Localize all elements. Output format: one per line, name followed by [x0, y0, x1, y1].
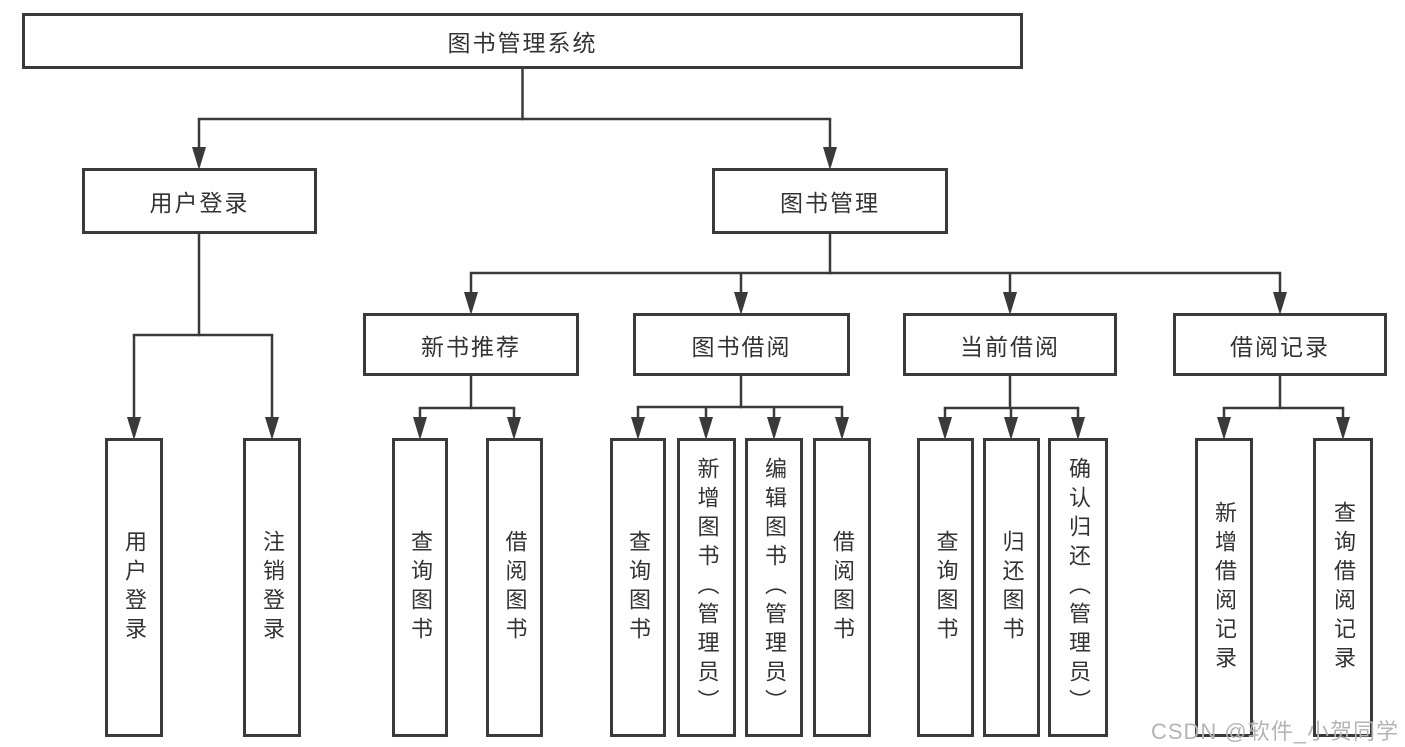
node-book-management: 图书管理 — [712, 168, 948, 234]
node-book-borrow: 图书借阅 — [633, 313, 850, 376]
leaf-logout: 注销登录 — [243, 438, 301, 737]
arrowheads — [127, 147, 1350, 440]
leaf-return-book: 归还图书 — [983, 438, 1040, 737]
leaf-confirm-return-admin: 确认归还（管理员） — [1048, 438, 1108, 737]
leaf-query-borrow-record: 查询借阅记录 — [1313, 438, 1373, 737]
node-borrow-record: 借阅记录 — [1173, 313, 1387, 376]
leaf-add-book-admin: 新增图书（管理员） — [677, 438, 736, 737]
node-current-borrow: 当前借阅 — [903, 313, 1117, 376]
csdn-watermark: CSDN @软件_小贺同学 — [1150, 719, 1399, 744]
leaf-user-login: 用户登录 — [105, 438, 163, 737]
leaf-edit-book-admin: 编辑图书（管理员） — [745, 438, 803, 737]
node-root: 图书管理系统 — [22, 13, 1023, 69]
leaf-query-book-3: 查询图书 — [917, 438, 974, 737]
leaf-query-book-1: 查询图书 — [392, 438, 448, 737]
leaf-borrow-book-1: 借阅图书 — [486, 438, 543, 737]
leaf-query-book-2: 查询图书 — [610, 438, 666, 737]
node-user-login: 用户登录 — [82, 168, 317, 234]
leaf-add-borrow-record: 新增借阅记录 — [1195, 438, 1253, 737]
node-new-book-recommend: 新书推荐 — [363, 313, 579, 376]
leaf-borrow-book-2: 借阅图书 — [813, 438, 871, 737]
